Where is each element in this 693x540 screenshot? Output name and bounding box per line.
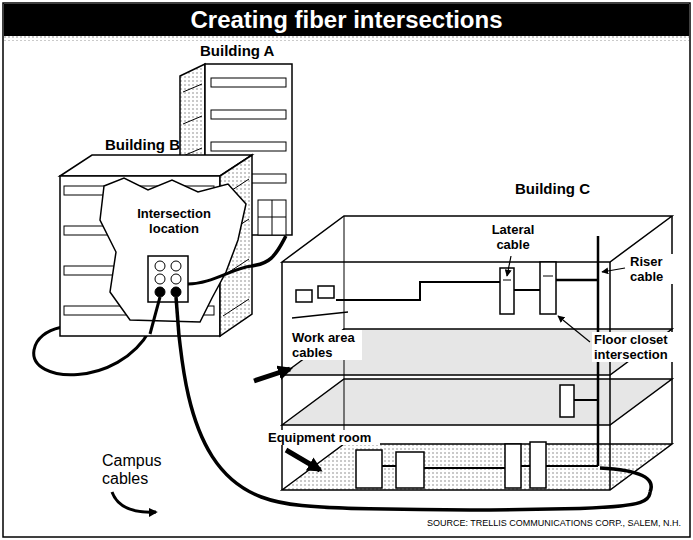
label-box: Campus cables (100, 452, 170, 488)
callout-label: Lateral cable (486, 222, 540, 252)
building-a-drawing (258, 200, 286, 235)
frame (3, 3, 690, 537)
closet-rack (540, 262, 556, 314)
building-label: Building A (200, 42, 274, 60)
leader-arrows (507, 256, 511, 276)
leader-arrows (602, 268, 625, 272)
label-box: Floor closet intersection (592, 332, 678, 362)
leader-arrows (112, 492, 156, 512)
building-a-drawing (183, 116, 202, 124)
building-a-drawing (183, 84, 202, 92)
building-c-drawing (574, 399, 598, 401)
building-b-drawing (60, 155, 252, 176)
building-b-drawing (155, 287, 165, 297)
building-c-drawing (292, 312, 348, 318)
equipment-rack (356, 450, 382, 488)
callout-label: Floor closet intersection (592, 332, 678, 362)
campus-cable-end (600, 468, 651, 492)
campus-cable (252, 236, 286, 266)
frame (3, 3, 690, 537)
building-b-drawing (171, 274, 181, 284)
building-b-drawing (150, 297, 160, 334)
building-b-drawing (155, 274, 165, 284)
building-b-drawing (188, 266, 252, 284)
callout-label: Intersection location (132, 206, 216, 236)
building-c-drawing (671, 216, 673, 444)
building-a-drawing (211, 110, 286, 119)
building-c-drawing (282, 444, 672, 490)
building-a-drawing (211, 78, 286, 87)
building-c-drawing (281, 262, 283, 490)
building-b-drawing (60, 155, 252, 336)
building-c-drawing (382, 466, 598, 468)
torn-wall (100, 178, 246, 322)
label-box: Riser cable (628, 254, 678, 284)
building-c-drawing (282, 216, 672, 262)
leader-arrows (254, 369, 290, 381)
building-c-drawing (609, 262, 611, 490)
building-a-drawing (211, 142, 286, 151)
building-b-drawing (176, 297, 179, 336)
computer (318, 286, 334, 298)
equipment-rack (396, 452, 424, 488)
source-caption: SOURCE: TRELLIS COMMUNICATIONS CORP., SA… (425, 518, 683, 529)
lateral-cable (336, 282, 500, 300)
equipment-rack (530, 442, 546, 488)
computer (296, 290, 312, 302)
callout-label: Equipment room (266, 430, 380, 445)
callout-label: Riser cable (628, 254, 678, 284)
closet-rack (560, 385, 574, 417)
title: Creating fiber intersections (0, 4, 693, 36)
building: Building B (60, 136, 252, 336)
label-box: Intersection location (132, 206, 216, 236)
leader-arrows (558, 316, 590, 342)
callout-label: Campus cables (100, 452, 170, 488)
building-b-drawing (155, 261, 165, 271)
label-box: Lateral cable (486, 222, 540, 252)
title-band: Creating fiber intersections (0, 4, 693, 36)
label-box: Work area cables (290, 330, 362, 360)
leader-arrows (112, 256, 625, 512)
building-b-drawing (171, 287, 181, 297)
building-label: Building C (515, 180, 590, 198)
building-b-drawing (171, 261, 181, 271)
frame (4, 36, 689, 41)
building-c-drawing (543, 276, 553, 277)
caption-box: SOURCE: TRELLIS COMMUNICATIONS CORP., SA… (425, 518, 683, 529)
equipment-rack (505, 444, 521, 488)
callout-label: Work area cables (290, 330, 362, 360)
building-label: Building B (105, 136, 180, 154)
campus-cable (179, 336, 650, 510)
building-a-drawing (258, 217, 286, 218)
building-c-drawing (514, 289, 540, 291)
building-c-drawing (282, 379, 672, 425)
leader-arrows (286, 450, 320, 470)
building-b-drawing (223, 299, 249, 316)
building-c-drawing (503, 280, 511, 281)
label-box: Equipment room (266, 430, 380, 445)
patch-panel (148, 256, 188, 302)
